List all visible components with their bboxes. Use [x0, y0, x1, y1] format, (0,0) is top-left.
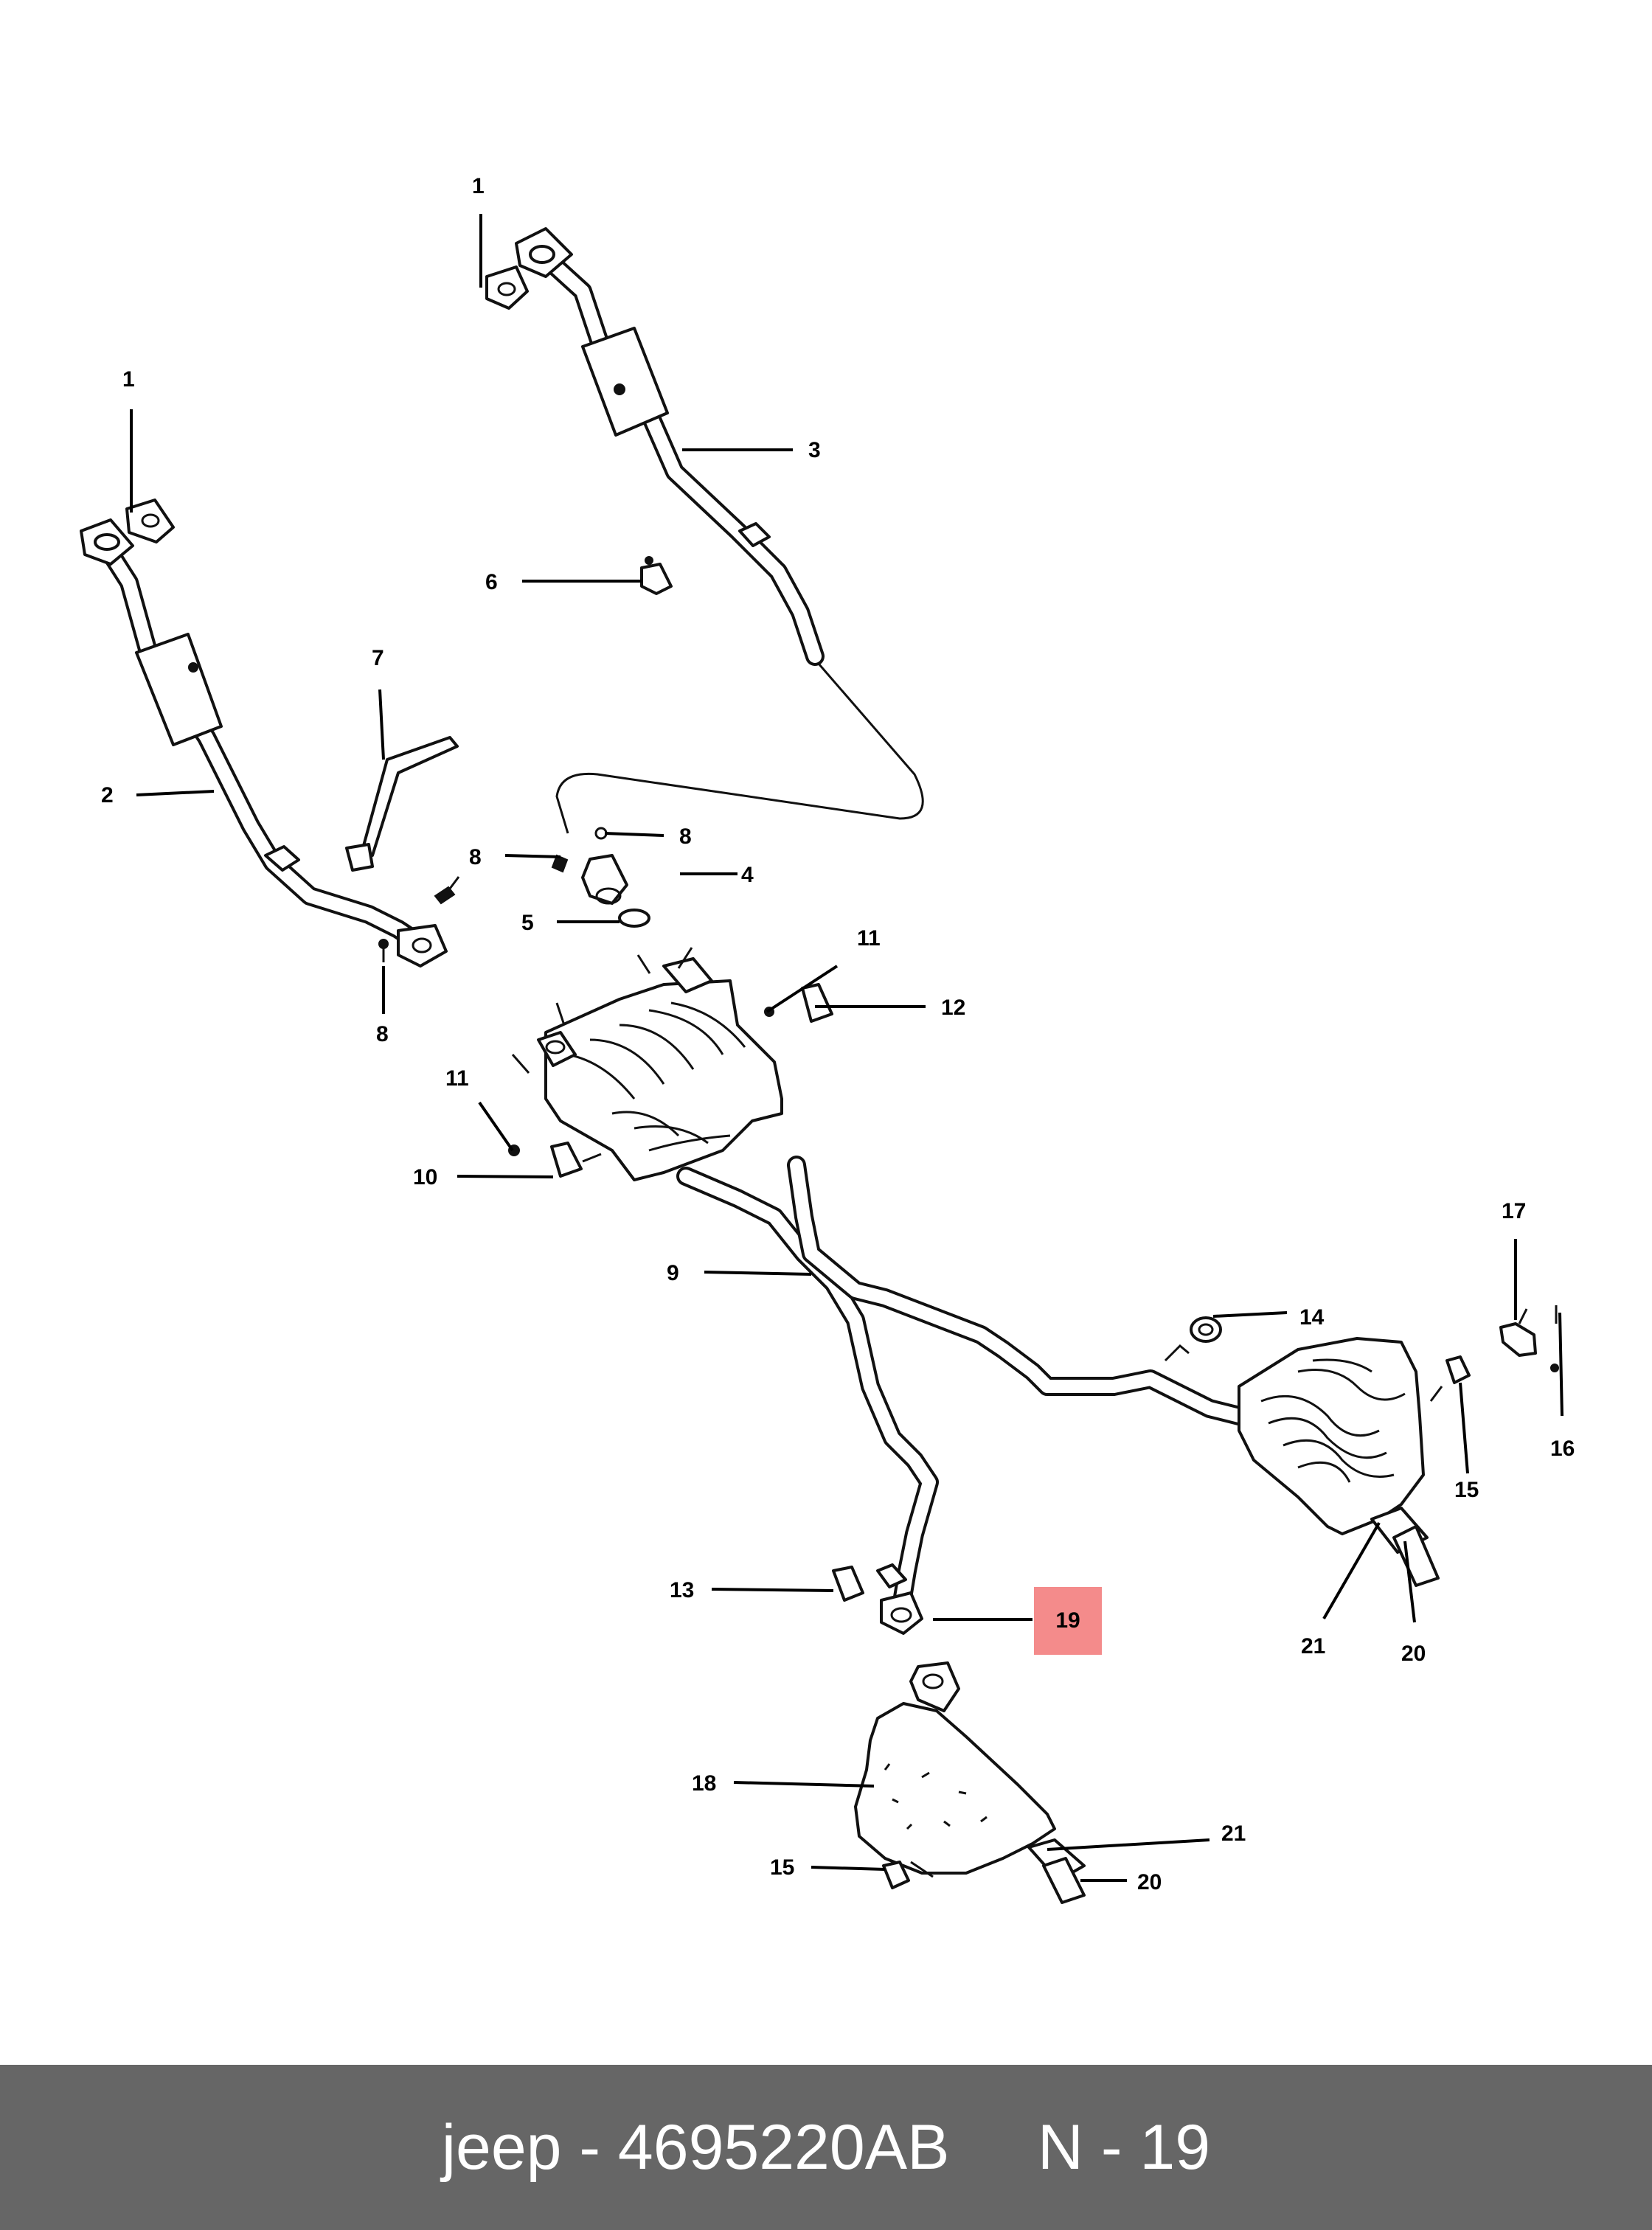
callout-18: 18 [692, 1771, 716, 1796]
callout-8-bottom: 8 [376, 1022, 389, 1046]
callout-3: 3 [808, 438, 821, 462]
gasket-5 [618, 909, 650, 928]
flange-4 [581, 827, 628, 905]
callout-12: 12 [941, 996, 965, 1020]
stud-8-bottom [378, 939, 389, 962]
stud-8-mid [551, 854, 569, 873]
resonator-assembly-9 [537, 957, 783, 1181]
isolator-12 [801, 983, 833, 1023]
callout-11-right: 11 [857, 926, 881, 951]
callout-7: 7 [372, 646, 384, 670]
callout-5: 5 [521, 911, 534, 935]
leader-lines [130, 214, 1564, 1882]
right-catalytic-converter-pipe [515, 227, 825, 666]
callout-10: 10 [413, 1165, 437, 1189]
bolts [511, 947, 693, 1074]
right-muffler [1238, 1337, 1440, 1587]
callout-19-highlighted: 19 [1055, 1608, 1080, 1633]
callout-9: 9 [667, 1261, 679, 1285]
callout-17: 17 [1502, 1199, 1526, 1223]
callout-8-right: 8 [679, 824, 692, 849]
isolator-14 [1190, 1316, 1222, 1343]
callout-1-lower: 1 [122, 367, 135, 392]
callout-15-left: 15 [770, 1855, 794, 1880]
isolator-15-left [882, 1861, 934, 1889]
y-pipe-9 [676, 1156, 1249, 1635]
stud-8-left [434, 876, 460, 905]
highlight-callout-box [1034, 1587, 1102, 1655]
callout-15-right: 15 [1454, 1478, 1479, 1502]
left-muffler-18 [854, 1661, 1086, 1904]
callout-1-upper: 1 [472, 174, 485, 198]
callout-21-left: 21 [1221, 1821, 1246, 1846]
bolts-16 [1550, 1305, 1559, 1372]
callout-13: 13 [670, 1578, 694, 1602]
callout-labels: 1 1 2 3 4 5 6 7 8 8 8 9 10 11 11 12 13 1… [101, 174, 1575, 1894]
footer-caption: jeep - 4695220AB N - 19 [441, 2111, 1211, 2183]
callout-21-right: 21 [1301, 1634, 1325, 1658]
callout-4: 4 [741, 863, 754, 887]
exhaust-system-diagram: 1 1 2 3 4 5 6 7 8 8 8 9 10 11 11 12 13 1… [80, 174, 1575, 1904]
callout-11-left: 11 [445, 1066, 469, 1091]
isolator-13 [832, 1563, 907, 1602]
callout-14: 14 [1299, 1305, 1325, 1330]
callout-8-left: 8 [469, 845, 482, 869]
callout-2: 2 [101, 783, 114, 807]
callout-20-right: 20 [1401, 1642, 1426, 1666]
callout-16: 16 [1550, 1437, 1575, 1461]
isolator-10 [550, 1142, 602, 1178]
hanger-17 [1499, 1308, 1537, 1357]
hanger-rod [1164, 1344, 1443, 1402]
footer-bar: jeep - 4695220AB N - 19 [0, 2065, 1652, 2230]
bracket-7 [345, 736, 459, 872]
callout-20-left: 20 [1137, 1870, 1162, 1894]
gasket-1-upper [485, 265, 529, 310]
callout-6: 6 [485, 570, 498, 594]
gasket-1-lower [125, 499, 175, 543]
left-catalytic-converter-pipe [80, 518, 448, 968]
isolator-15-right [1446, 1355, 1471, 1384]
hanger-6 [640, 556, 673, 595]
routing-line [555, 663, 924, 834]
